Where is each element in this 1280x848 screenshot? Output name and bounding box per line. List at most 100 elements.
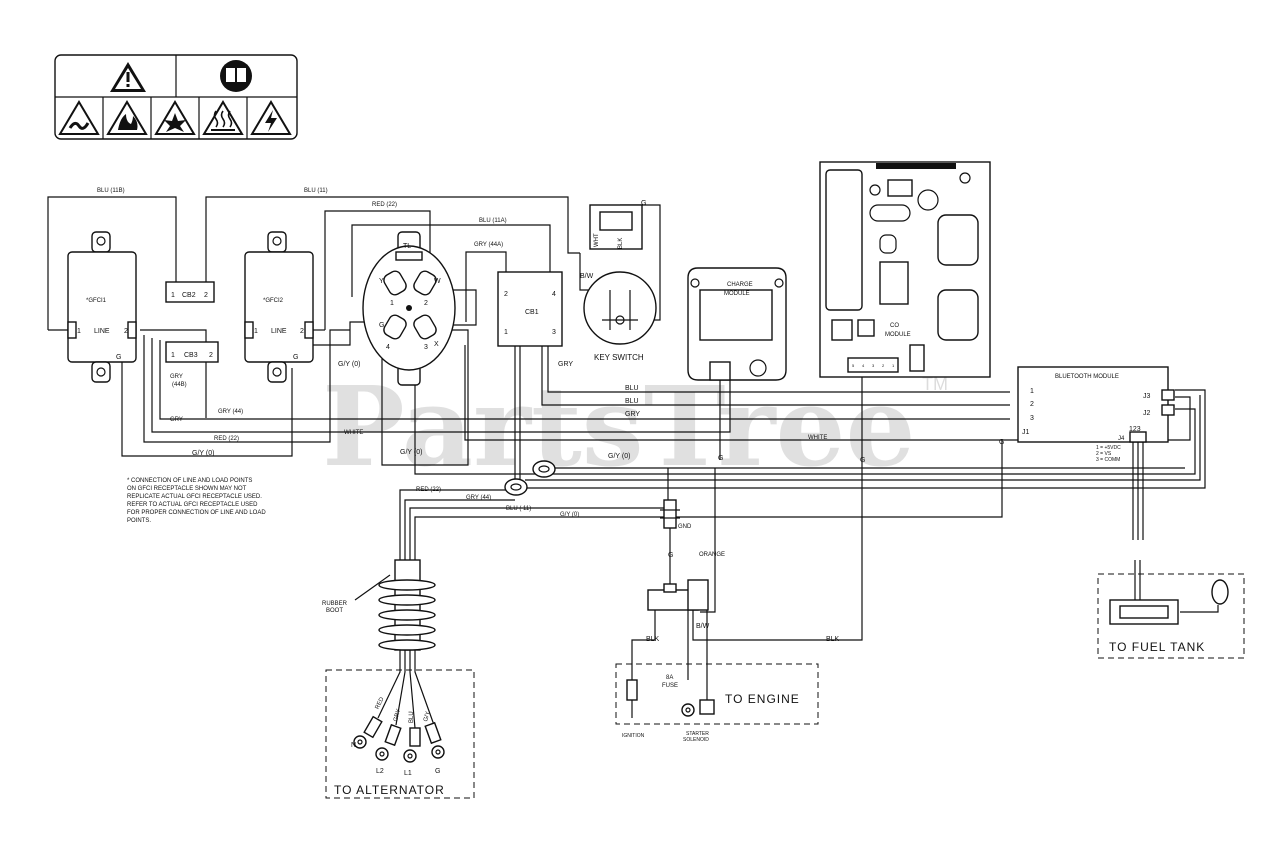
to-alternator-label: TO ALTERNATOR — [334, 783, 445, 797]
svg-text:BLK: BLK — [826, 636, 840, 643]
svg-text:4: 4 — [552, 291, 556, 298]
svg-text:RED (22): RED (22) — [214, 436, 239, 442]
svg-text:RUBBER: RUBBER — [322, 601, 348, 607]
electric-shock-icon — [250, 100, 292, 135]
svg-text:(44B): (44B) — [172, 382, 187, 388]
svg-text:WHITE: WHITE — [808, 435, 827, 441]
svg-text:G: G — [999, 439, 1004, 446]
svg-text:G/Y (0): G/Y (0) — [338, 361, 360, 368]
svg-text:3: 3 — [552, 329, 556, 336]
svg-text:GRY (44A): GRY (44A) — [474, 242, 503, 248]
svg-text:B/W: B/W — [580, 273, 594, 280]
to-fuel-tank-group: TO FUEL TANK — [1097, 573, 1245, 659]
svg-text:G: G — [860, 457, 865, 464]
svg-text:GRY: GRY — [625, 411, 640, 418]
svg-text:1: 1 — [892, 363, 895, 368]
svg-text:J3: J3 — [1143, 393, 1151, 400]
to-fuel-tank-label: TO FUEL TANK — [1109, 640, 1205, 654]
svg-text:BLU ( 11): BLU ( 11) — [506, 506, 531, 512]
svg-text:BLU (11A): BLU (11A) — [479, 218, 507, 224]
cb2-label: CB2 — [182, 292, 196, 299]
engine-harness-connector — [647, 579, 709, 611]
svg-text:GRY (44): GRY (44) — [218, 409, 243, 415]
key-switch-label: KEY SWITCH — [594, 353, 644, 362]
svg-text:BLU (11): BLU (11) — [304, 188, 328, 194]
svg-text:SOLENOID: SOLENOID — [683, 737, 709, 743]
svg-text:1 = +5VDC: 1 = +5VDC — [1096, 445, 1121, 451]
key-switch: WHT BLK KEY SWITCH — [583, 204, 657, 362]
svg-text:RED (22): RED (22) — [416, 487, 441, 493]
gfci1-g-label: G — [116, 354, 121, 361]
svg-text:1: 1 — [504, 329, 508, 336]
svg-text:W: W — [434, 278, 441, 285]
to-engine-group: 8A FUSE TO ENGINE IGNITION STARTER SOLEN… — [615, 663, 819, 743]
gfci1: *GFCI1 LINE 1 2 G — [67, 231, 137, 383]
svg-text:WHITE: WHITE — [344, 430, 363, 436]
svg-text:N: N — [351, 742, 356, 749]
svg-text:RED: RED — [375, 696, 386, 711]
starter-solenoid-terminal — [681, 699, 715, 717]
alternator-terminal-l1 — [403, 727, 421, 763]
cb1-breaker: CB1 2 4 1 3 — [497, 271, 563, 347]
svg-text:BOOT: BOOT — [326, 608, 343, 614]
svg-text:J2: J2 — [1143, 410, 1151, 417]
explosion-hazard-icon — [154, 100, 196, 135]
svg-text:GND: GND — [678, 524, 692, 530]
svg-text:2: 2 — [204, 292, 208, 299]
svg-text:BLU: BLU — [625, 398, 639, 405]
svg-text:2: 2 — [882, 363, 885, 368]
svg-text:G: G — [379, 322, 384, 329]
gfci1-line-label: LINE — [94, 328, 110, 335]
svg-text:5: 5 — [852, 363, 855, 368]
svg-text:3 = COMM: 3 = COMM — [1096, 457, 1120, 463]
bluetooth-label: BLUETOOTH MODULE — [1055, 374, 1119, 380]
gfci2-pin2: 2 — [300, 328, 304, 335]
warning-panel — [54, 54, 298, 140]
to-engine-label: TO ENGINE — [725, 692, 800, 706]
svg-text:3: 3 — [872, 363, 875, 368]
svg-text:1: 1 — [171, 352, 175, 359]
svg-text:1: 1 — [171, 292, 175, 299]
svg-text:GRY: GRY — [170, 417, 183, 423]
svg-text:2: 2 — [424, 300, 428, 307]
gfci2-pin1: 1 — [254, 328, 258, 335]
svg-text:BLK: BLK — [646, 636, 660, 643]
gfci2-label: *GFCI2 — [263, 298, 284, 304]
svg-text:1: 1 — [1030, 388, 1034, 395]
cb2-breaker: 1 CB2 2 — [165, 281, 215, 303]
svg-text:G: G — [718, 455, 723, 462]
svg-text:FUSE: FUSE — [662, 683, 678, 689]
svg-text:BLK: BLK — [618, 238, 624, 249]
hot-surface-icon — [202, 100, 244, 135]
watermark-tm: TM — [922, 374, 948, 394]
svg-text:WHT: WHT — [594, 233, 600, 247]
svg-text:B/W: B/W — [696, 623, 710, 630]
svg-text:L2: L2 — [376, 768, 384, 775]
gfci1-pin2: 2 — [124, 328, 128, 335]
svg-text:3: 3 — [1030, 415, 1034, 422]
alternator-terminal-g — [424, 721, 445, 759]
alternator-terminal-n — [353, 715, 383, 749]
connection-note: * CONNECTION OF LINE AND LOAD POINTS ON … — [127, 478, 266, 524]
svg-text:MODULE: MODULE — [885, 332, 911, 338]
gfci2-line-label: LINE — [271, 328, 287, 335]
toxic-fumes-icon — [58, 100, 100, 135]
svg-text:G: G — [641, 200, 646, 207]
read-manual-icon — [220, 60, 252, 92]
svg-text:BLU (11B): BLU (11B) — [97, 188, 125, 194]
svg-text:REFER TO ACTUAL GFCI RECEPTACL: REFER TO ACTUAL GFCI RECEPTACLE USED — [127, 502, 258, 508]
svg-text:TL: TL — [403, 243, 411, 250]
svg-text:RED (22): RED (22) — [372, 202, 397, 208]
gfci1-label: *GFCI1 — [86, 298, 107, 304]
gfci1-pin1: 1 — [77, 328, 81, 335]
svg-text:REPLICATE ACTUAL GFCI RECEPTAC: REPLICATE ACTUAL GFCI RECEPTACLE USED. — [127, 494, 262, 500]
svg-text:GRY (44): GRY (44) — [466, 495, 491, 501]
ground-connector: GND — [660, 499, 692, 530]
charge-module: CHARGE MODULE — [687, 267, 787, 381]
svg-text:2: 2 — [209, 352, 213, 359]
gfci2: *GFCI2 LINE 1 2 G — [244, 231, 314, 383]
to-alternator-group: RED GRY BLU G/Y N L2 L1 G TO ALTERNATOR — [325, 669, 475, 799]
svg-text:G/Y: G/Y — [423, 711, 431, 723]
svg-text:FOR PROPER CONNECTION OF LINE: FOR PROPER CONNECTION OF LINE AND LOAD — [127, 510, 266, 516]
